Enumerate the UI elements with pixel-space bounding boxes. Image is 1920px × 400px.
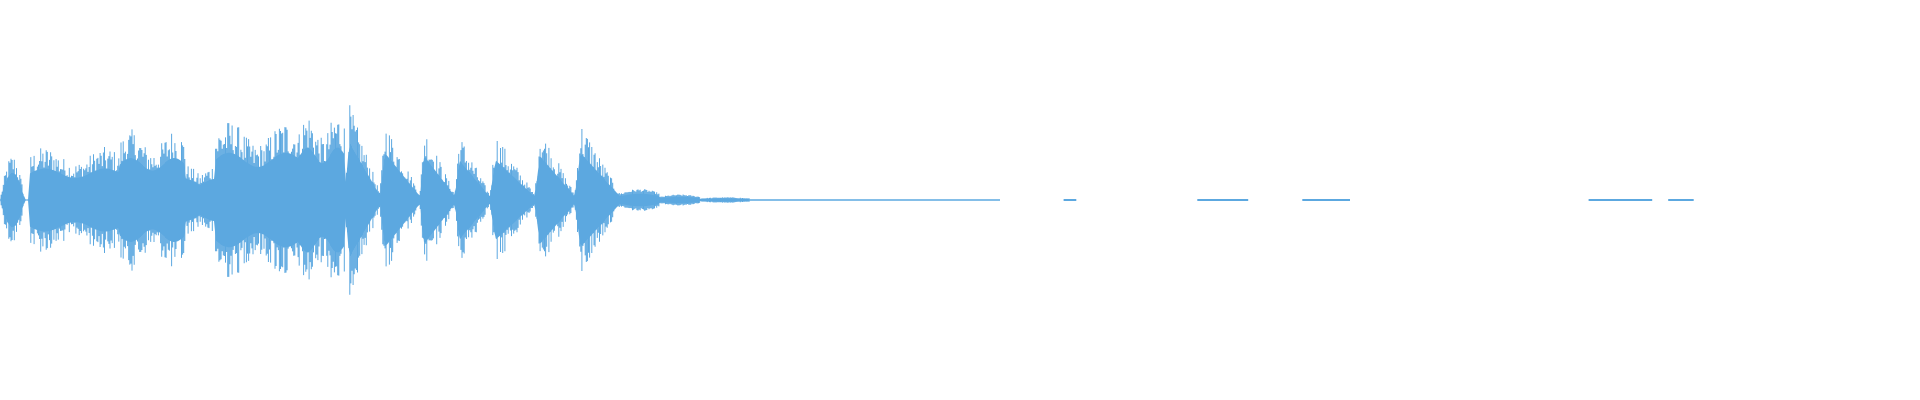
waveform-blip [1668,199,1694,201]
waveform-blip [1063,199,1077,201]
waveform-envelope [0,143,1000,257]
waveform-blip [1302,199,1350,201]
waveform-blip [1588,199,1653,201]
waveform-bars [0,105,1694,295]
waveform-blip [1197,199,1249,201]
